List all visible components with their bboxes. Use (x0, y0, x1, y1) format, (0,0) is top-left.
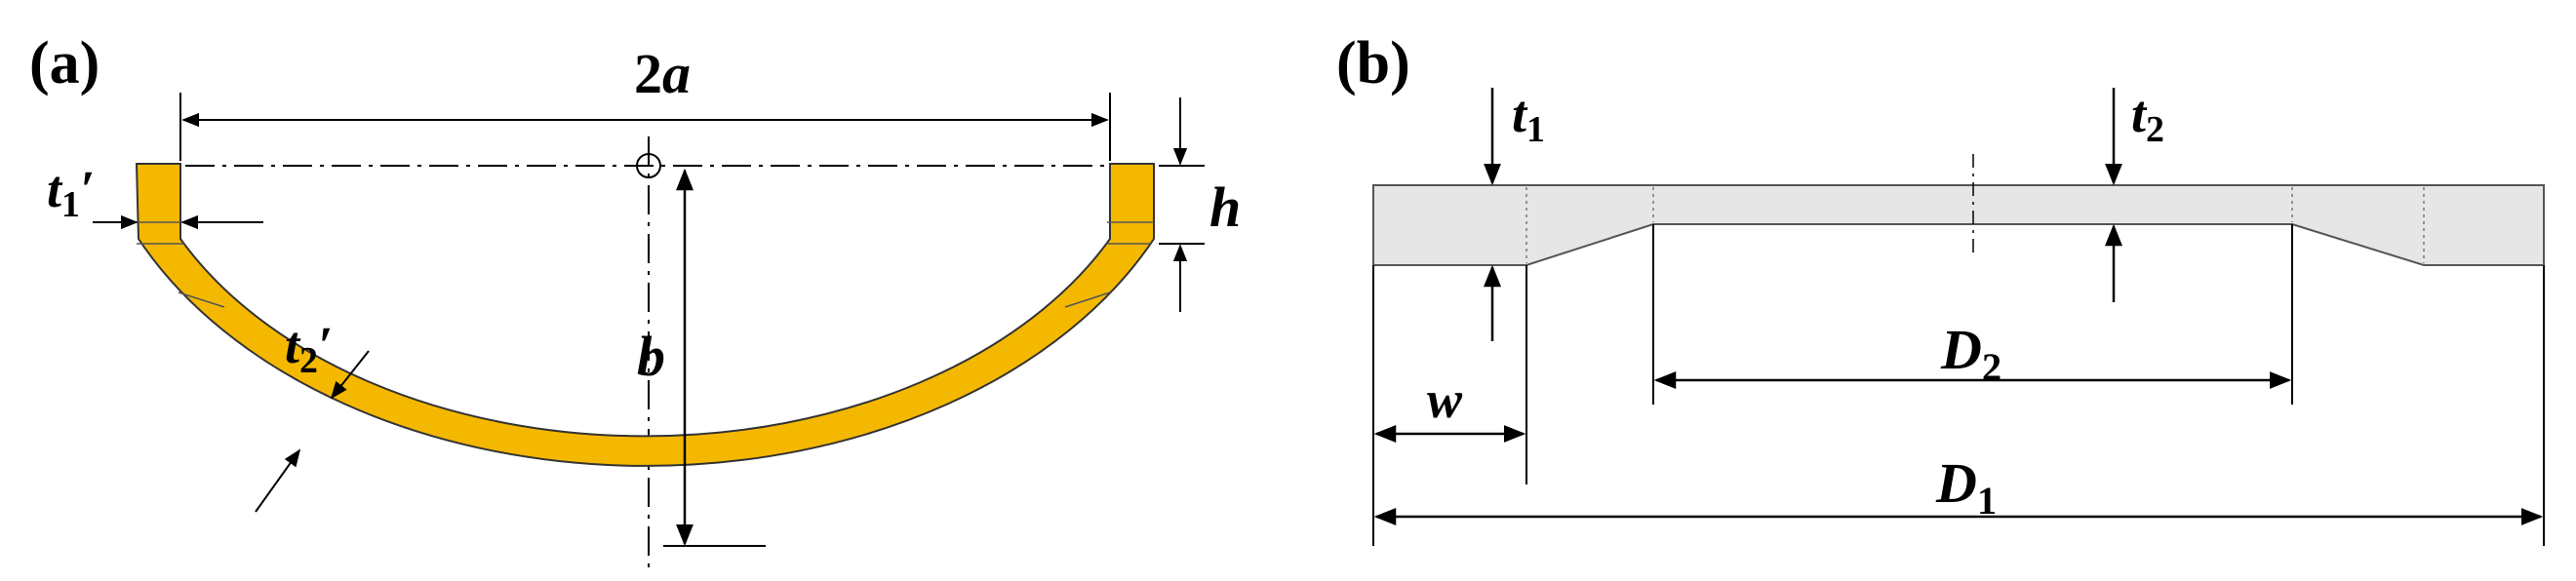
panel-a: (a) 2a b h t1′ (29, 30, 1241, 575)
shell-section-line (178, 291, 225, 308)
dim-D2-label: D2 (1940, 318, 2001, 389)
center-mark (636, 153, 661, 178)
dim-2a-label: 2a (634, 42, 691, 105)
dim-D1-label: D1 (1935, 451, 1997, 523)
dim-t1p-label: t1′ (47, 160, 95, 225)
hemispherical-shell (135, 163, 1155, 467)
dim-t1-label: t1 (1512, 85, 1545, 150)
panel-b-label: (b) (1336, 30, 1410, 97)
dim-t2p-arrow-bottom (255, 448, 301, 513)
shell-section-line (1064, 291, 1111, 308)
dim-w-label: w (1427, 370, 1463, 429)
panel-b: (b) t1 t2 D2 w D1 (1336, 30, 2545, 546)
dim-b-label: b (637, 325, 665, 388)
dim-t2p-label: t2′ (285, 316, 333, 381)
dim-t2-label: t2 (2131, 85, 2164, 150)
panel-a-label: (a) (29, 30, 99, 97)
blank-profile (1372, 184, 2545, 266)
dim-h-label: h (1209, 175, 1241, 239)
dim-t2p-arrow-top (330, 350, 370, 400)
